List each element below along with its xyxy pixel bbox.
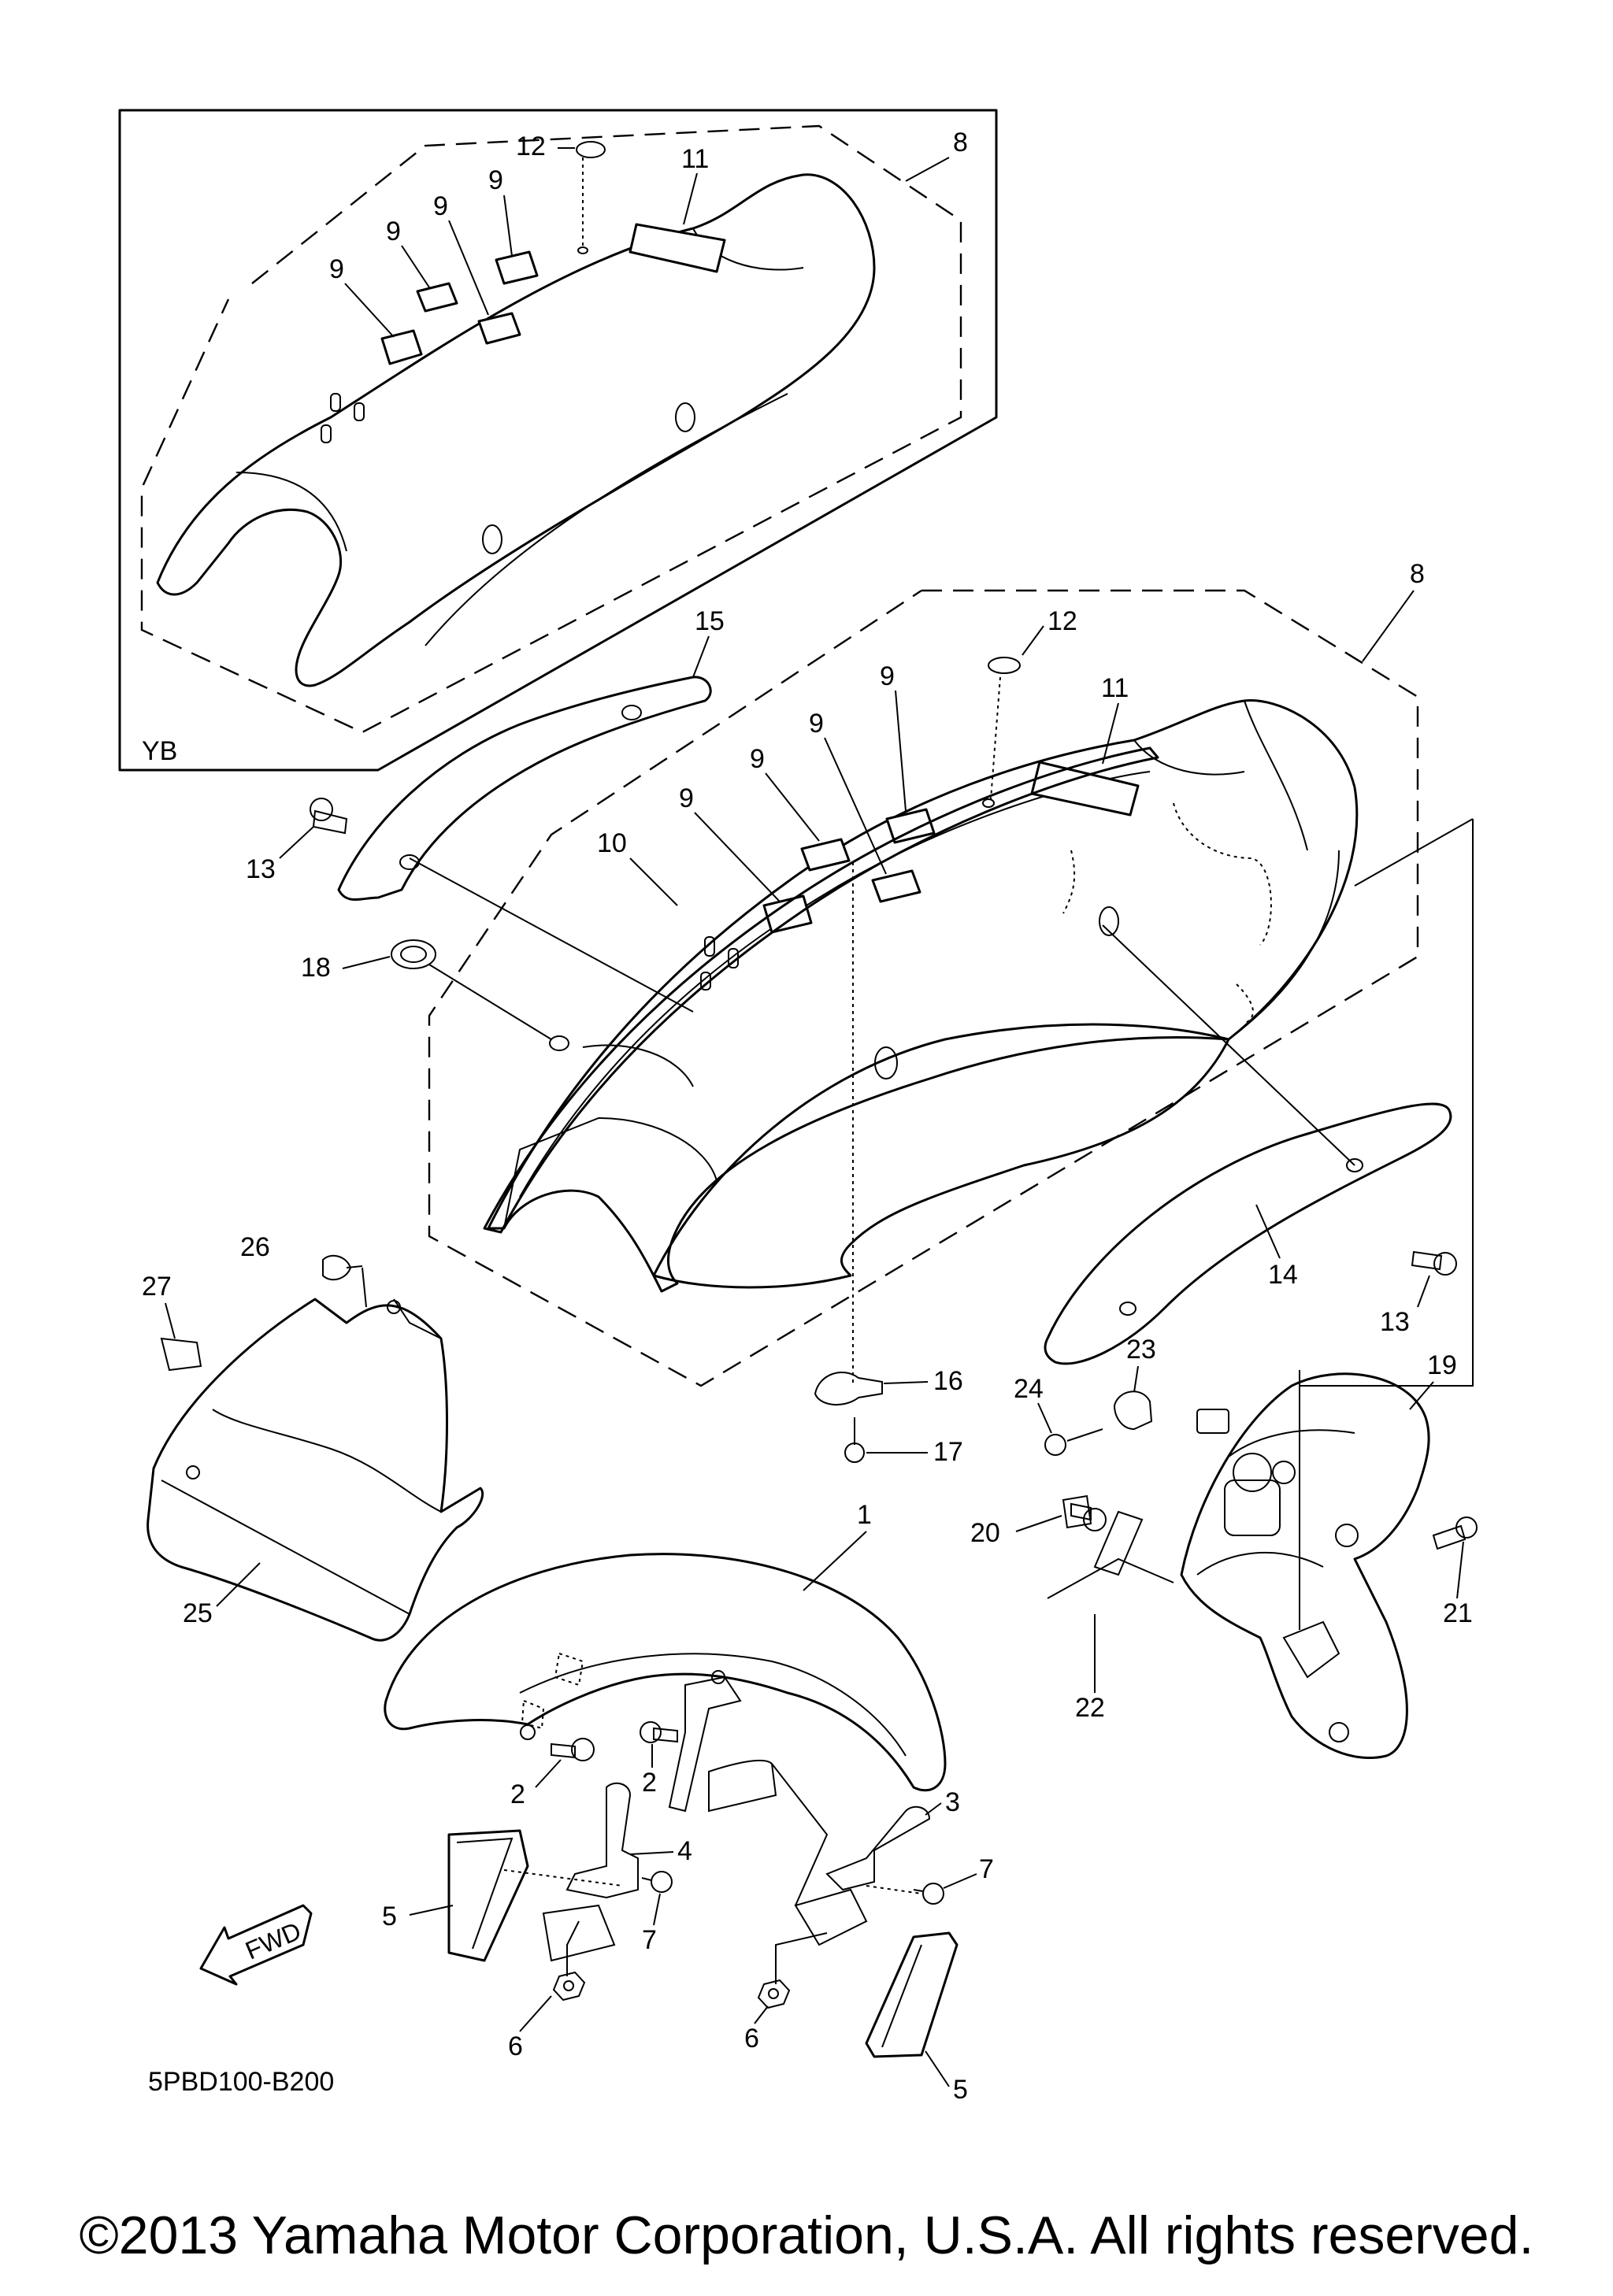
screw-7 — [922, 1883, 944, 1905]
tail-bracket-19 — [1180, 1372, 1430, 1760]
callout-9: 9 — [433, 191, 448, 221]
grommet-18 — [391, 939, 436, 969]
callout-16: 16 — [933, 1366, 963, 1396]
callout-9: 9 — [386, 217, 401, 246]
nut-6 — [757, 1979, 791, 2009]
callout-7: 7 — [642, 1925, 657, 1955]
callout-5: 5 — [953, 2075, 968, 2105]
callout-27: 27 — [142, 1272, 172, 1302]
light-cover-assembly: 26 27 25 — [142, 1232, 484, 1642]
reflector-5 — [447, 1829, 529, 1962]
callout-4: 4 — [677, 1836, 692, 1866]
inset-yb: YB 8 12 11 9 9 9 9 — [118, 109, 998, 772]
grommet-12 — [988, 657, 1021, 674]
clip-27 — [160, 1337, 202, 1372]
rivet-26 — [322, 1254, 352, 1281]
stay-4 — [565, 1782, 639, 1899]
decal-9 — [800, 838, 851, 872]
screw-21 — [1432, 1524, 1467, 1550]
inset-grommet-12 — [576, 141, 606, 158]
callout-15: 15 — [695, 606, 725, 636]
seat — [487, 699, 1359, 1293]
callout-9: 9 — [750, 744, 765, 774]
callout-1: 1 — [857, 1500, 872, 1530]
callout-26: 26 — [240, 1232, 270, 1262]
callout-21: 21 — [1443, 1598, 1473, 1628]
callout-22: 22 — [1075, 1693, 1105, 1723]
callout-13: 13 — [1380, 1307, 1410, 1337]
callout-12: 12 — [1048, 606, 1077, 636]
callout-20: 20 — [970, 1518, 1000, 1548]
screw-17 — [844, 1442, 865, 1463]
decal-9 — [762, 894, 813, 934]
bolt-13 — [312, 809, 348, 835]
decal-11 — [1030, 761, 1140, 817]
decal-9 — [871, 869, 921, 903]
callout-23: 23 — [1126, 1335, 1156, 1365]
fwd-arrow-icon: FWD — [199, 1904, 313, 1986]
callout-5: 5 — [382, 1902, 397, 1931]
callout-6: 6 — [508, 2031, 523, 2061]
callout-12: 12 — [516, 131, 546, 161]
callout-11: 11 — [681, 144, 709, 174]
light-cover-25 — [146, 1298, 484, 1642]
side-rail-14 — [1044, 1102, 1452, 1365]
inset-decal-9 — [477, 312, 521, 345]
screw-24 — [1044, 1434, 1066, 1456]
callout-19: 19 — [1427, 1350, 1457, 1380]
callout-9: 9 — [880, 661, 895, 691]
callout-11: 11 — [1101, 673, 1129, 703]
bolt-2 — [653, 1727, 678, 1743]
callout-9: 9 — [488, 165, 503, 195]
decal-9 — [885, 808, 936, 844]
inset-border — [118, 109, 998, 772]
callout-9: 9 — [809, 709, 824, 739]
clamp-assembly: 16 17 — [814, 862, 963, 1467]
callout-3: 3 — [945, 1787, 960, 1817]
rear-fender-assembly: 8 12 11 15 9 9 9 9 10 13 18 13 14 — [246, 559, 1474, 1387]
rear-fender — [652, 1023, 1230, 1289]
stay-3 — [825, 1805, 931, 1891]
callout-13: 13 — [246, 854, 276, 884]
clamp-23 — [1113, 1391, 1153, 1431]
callout-6: 6 — [744, 2024, 759, 2053]
callout-2: 2 — [642, 1768, 657, 1798]
callout-8: 8 — [1410, 559, 1425, 589]
plate-20 — [1062, 1494, 1092, 1529]
front-fender-assembly: 1 2 2 3 4 5 5 6 6 7 7 — [382, 1500, 994, 2105]
bolt-22 — [1083, 1508, 1107, 1531]
diagram-code: 5PBD100-B200 — [148, 2067, 334, 2097]
inset-decal-11 — [629, 223, 726, 273]
reflector-5 — [865, 1931, 959, 2058]
grab-bar-15 — [337, 676, 712, 901]
callout-17: 17 — [933, 1437, 963, 1467]
callout-8: 8 — [953, 128, 968, 157]
callout-14: 14 — [1268, 1260, 1298, 1290]
callout-25: 25 — [183, 1598, 213, 1628]
callout-9: 9 — [679, 783, 694, 813]
callout-7: 7 — [979, 1854, 994, 1884]
callout-18: 18 — [301, 953, 331, 983]
tail-bracket-assembly: 19 23 24 20 21 22 — [970, 1335, 1478, 1760]
callout-24: 24 — [1014, 1374, 1044, 1404]
inset-decal-9 — [495, 250, 539, 285]
main-dashed-boundary — [428, 589, 1419, 1387]
screw-7 — [651, 1871, 673, 1893]
copyright-notice: ©2013 Yamaha Motor Corporation, U.S.A. A… — [79, 2205, 1534, 2265]
inset-dashed-boundary — [140, 124, 962, 734]
side-rail-10 — [483, 746, 1159, 1234]
front-fender-1 — [384, 1553, 947, 1792]
nut-6 — [552, 1971, 586, 2002]
inset-decal-9 — [380, 329, 423, 365]
callout-2: 2 — [510, 1779, 525, 1809]
inset-decal-9 — [416, 282, 458, 313]
clamp-16 — [814, 1371, 883, 1406]
bolt-13 — [1411, 1250, 1443, 1271]
inset-label: YB — [142, 736, 177, 766]
inset-seat — [156, 173, 876, 687]
callout-9: 9 — [329, 254, 344, 284]
callout-10: 10 — [597, 828, 627, 858]
